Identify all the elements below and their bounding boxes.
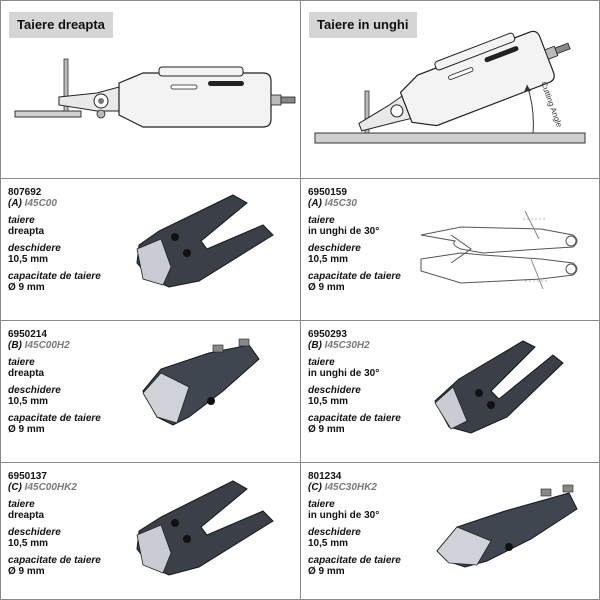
opening-value: 10,5 mm — [8, 254, 49, 265]
product-code: 807692 — [8, 187, 42, 198]
cut-label: taiere — [8, 215, 35, 226]
model-name: I45C30HK2 — [324, 482, 377, 493]
cut-label: taiere — [308, 499, 335, 510]
capacity-value: Ø 9 mm — [308, 424, 345, 435]
opening-value: 10,5 mm — [308, 254, 349, 265]
capacity-label: capacitate de taiere — [308, 555, 401, 566]
cut-label: taiere — [8, 499, 35, 510]
type-letter: (B) — [308, 340, 322, 351]
capacity-value: Ø 9 mm — [308, 282, 345, 293]
product-cell: 6950159 (A) I45C30 taiere in unghi de 30… — [301, 179, 600, 321]
capacity-value: Ø 9 mm — [8, 566, 45, 577]
product-cell: 807692 (A) I45C00 taiere dreapta deschid… — [1, 179, 301, 321]
type-letter: (A) — [8, 198, 22, 209]
opening-value: 10,5 mm — [8, 396, 49, 407]
product-model: (C) I45C00HK2 — [8, 482, 138, 493]
product-model: (A) I45C30 — [308, 198, 438, 209]
product-info: 801234 (C) I45C30HK2 taiere in unghi de … — [308, 471, 438, 577]
product-model: (B) I45C00H2 — [8, 340, 138, 351]
cut-value: dreapta — [8, 368, 45, 379]
model-name: I45C00HK2 — [24, 482, 77, 493]
product-model: (C) I45C30HK2 — [308, 482, 438, 493]
opening-label: deschidere — [308, 243, 361, 254]
cut-value: dreapta — [8, 510, 45, 521]
straight-cut-tool-illustration — [14, 58, 296, 128]
opening-label: deschidere — [8, 243, 61, 254]
opening-label: deschidere — [308, 527, 361, 538]
header-angled-cut: Taiere in unghi Cutting Angle — [301, 1, 600, 179]
model-name: I45C30 — [324, 198, 357, 209]
type-letter: (A) — [308, 198, 322, 209]
product-info: 6950137 (C) I45C00HK2 taiere dreapta des… — [8, 471, 138, 577]
product-code: 6950137 — [8, 471, 47, 482]
product-info: 6950159 (A) I45C30 taiere in unghi de 30… — [308, 187, 438, 293]
capacity-label: capacitate de taiere — [8, 271, 101, 282]
blade-image — [434, 340, 564, 434]
product-code: 6950214 — [8, 329, 47, 340]
blade-image — [436, 484, 578, 568]
product-info: 6950214 (B) I45C00H2 taiere dreapta desc… — [8, 329, 138, 435]
model-name: I45C00H2 — [24, 340, 70, 351]
product-model: (A) I45C00 — [8, 198, 138, 209]
capacity-label: capacitate de taiere — [8, 413, 101, 424]
blade-image — [136, 194, 274, 288]
cut-value: in unghi de 30° — [308, 368, 380, 379]
type-letter: (C) — [8, 482, 22, 493]
capacity-label: capacitate de taiere — [308, 271, 401, 282]
cut-label: taiere — [8, 357, 35, 368]
product-cell: 801234 (C) I45C30HK2 taiere in unghi de … — [301, 463, 600, 600]
model-name: I45C00 — [24, 198, 57, 209]
type-letter: (C) — [308, 482, 322, 493]
capacity-value: Ø 9 mm — [308, 566, 345, 577]
product-model: (B) I45C30H2 — [308, 340, 438, 351]
product-cell: 6950137 (C) I45C00HK2 taiere dreapta des… — [1, 463, 301, 600]
header-straight-cut: Taiere dreapta — [1, 1, 301, 179]
opening-value: 10,5 mm — [308, 538, 349, 549]
opening-value: 10,5 mm — [308, 396, 349, 407]
product-code: 6950159 — [308, 187, 347, 198]
header-title-straight: Taiere dreapta — [9, 12, 113, 38]
capacity-label: capacitate de taiere — [8, 555, 101, 566]
capacity-value: Ø 9 mm — [8, 282, 45, 293]
cut-value: dreapta — [8, 226, 45, 237]
product-info: 6950293 (B) I45C30H2 taiere in unghi de … — [308, 329, 438, 435]
angled-cut-tool-illustration: Cutting Angle — [314, 30, 586, 144]
product-code: 801234 — [308, 471, 342, 482]
header-title-angled: Taiere in unghi — [309, 12, 417, 38]
opening-label: deschidere — [308, 385, 361, 396]
capacity-label: capacitate de taiere — [308, 413, 401, 424]
product-cell: 6950293 (B) I45C30H2 taiere in unghi de … — [301, 321, 600, 463]
product-info: 807692 (A) I45C00 taiere dreapta deschid… — [8, 187, 138, 293]
opening-label: deschidere — [8, 527, 61, 538]
product-cell: 6950214 (B) I45C00H2 taiere dreapta desc… — [1, 321, 301, 463]
cut-label: taiere — [308, 357, 335, 368]
cut-value: in unghi de 30° — [308, 510, 380, 521]
capacity-value: Ø 9 mm — [8, 424, 45, 435]
cutting-angle-label: Cutting Angle — [539, 81, 564, 129]
blade-drawing — [420, 210, 578, 290]
opening-value: 10,5 mm — [8, 538, 49, 549]
cut-label: taiere — [308, 215, 335, 226]
opening-label: deschidere — [8, 385, 61, 396]
model-name: I45C30H2 — [324, 340, 370, 351]
cut-value: in unghi de 30° — [308, 226, 380, 237]
blade-image — [136, 480, 274, 576]
blade-image — [142, 338, 260, 426]
product-code: 6950293 — [308, 329, 347, 340]
type-letter: (B) — [8, 340, 22, 351]
